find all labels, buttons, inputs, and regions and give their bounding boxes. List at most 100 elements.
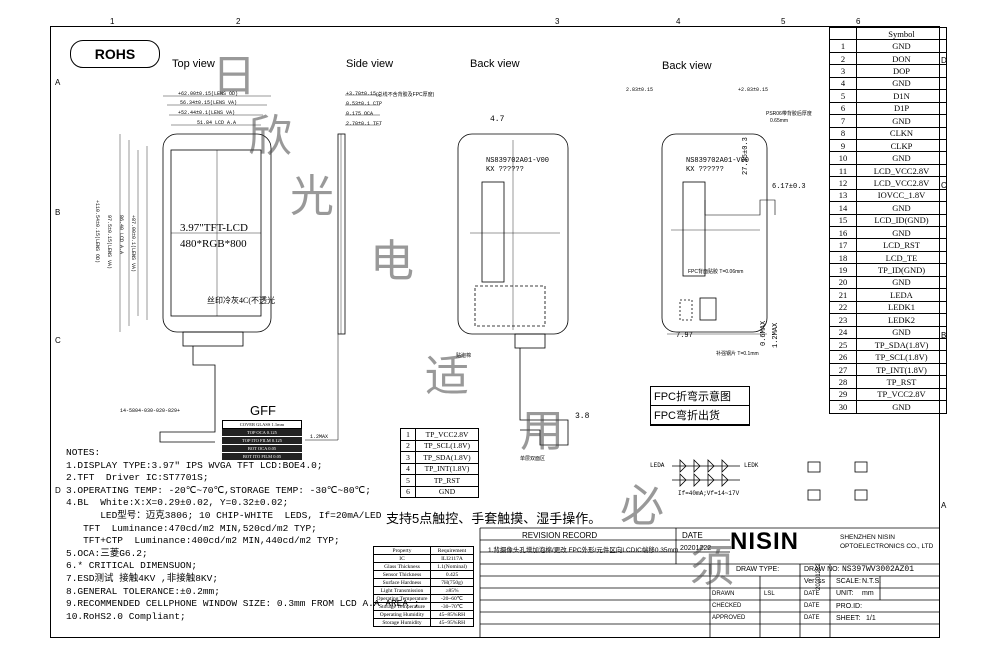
pin-number: 21: [829, 288, 857, 302]
back-view-title: Back view: [470, 58, 520, 70]
tp-pin-number: 1: [400, 428, 416, 441]
dim-left-lens-va-2: +87.00±0.1(LENS VA): [130, 215, 136, 273]
dim-back-2-83: 2.83±0.15: [626, 87, 654, 93]
unit-value: mm: [862, 590, 874, 597]
pin-symbol: GND: [856, 275, 947, 290]
pin-symbol: TP_SDA(1.8V): [856, 337, 947, 352]
ruler-row-c: C: [55, 336, 61, 345]
dim-lens-va-2: +52.44±0.1(LENS VA): [178, 110, 236, 116]
note-line: 6.* CRITICAL DIMENSUON;: [66, 560, 198, 572]
side-view-title: Side view: [346, 58, 394, 70]
unit-label: UNIT:: [836, 590, 854, 597]
pin-number: 6: [829, 101, 857, 116]
pin-symbol: LCD_RST: [856, 238, 947, 252]
back-view-outline: [457, 133, 569, 335]
note-line: TFT Luminance:470cd/m2 MIN,520cd/m2 TYP;: [66, 522, 317, 534]
lcd-resolution-label: 480*RGB*800: [180, 238, 247, 250]
back-note-psr: PSR06带背胶后厚度: [766, 111, 812, 117]
pin-number: 23: [829, 313, 857, 327]
left-ruler: A B C D: [55, 26, 65, 638]
fpc-bend-note: FPC折弯示意图: [651, 387, 749, 406]
led-condition: If=40mA;Vf=14~17V: [678, 490, 740, 497]
back-view-fpc-tail: [519, 348, 569, 446]
tp-pin-symbol: GND: [415, 485, 479, 498]
watermark-char: 欣: [248, 111, 292, 162]
revision-header: REVISION RECORD: [522, 531, 598, 540]
scale-value: N.T.S.: [862, 578, 882, 585]
sheet-value: 1/1: [866, 615, 876, 622]
property-name: Operating Humidity: [373, 610, 431, 619]
property-name: Storage Humidity: [373, 618, 431, 627]
property-name: Sensor Thickness: [373, 570, 431, 579]
watermark-char: 用: [520, 406, 564, 457]
back-view-2-title: Back view: [662, 60, 712, 72]
company-logo: NISIN: [730, 528, 800, 555]
note-line: 7.ESD测试 接触4KV ,非接触8KV;: [66, 572, 219, 584]
pin-symbol: D1N: [856, 89, 947, 103]
property-name: Glass Thickness: [373, 562, 431, 571]
pin-number: 27: [829, 362, 857, 377]
note-line: 3.OPERATING TEMP: -20℃~70℃,STORAGE TEMP:…: [66, 484, 371, 496]
dim-lcd-aa: 51.84 LCD A.A: [197, 120, 237, 126]
single-layer-note: 单层双面区: [520, 456, 546, 462]
pin-symbol: LCD_TE: [856, 250, 947, 265]
watermark-char: 适: [425, 351, 469, 402]
ruler-row-a: A: [55, 78, 61, 87]
note-line: 1.DISPLAY TYPE:3.97" IPS WVGA TFT LCD:BO…: [66, 459, 323, 471]
dim-back-4-7: 4.7: [490, 115, 505, 124]
checked-label: CHECKED: [712, 603, 742, 609]
ruler-col-3: 3: [555, 17, 560, 26]
dim-side-ctp: 0.53±0.1 CTP: [346, 101, 383, 107]
pin-number: 26: [829, 350, 857, 364]
pin-number: 25: [829, 337, 857, 352]
ruler-row-b: B: [55, 208, 61, 217]
dim-back-1-2max: 1.2MAX: [772, 322, 780, 348]
pin-number: 3: [829, 64, 857, 78]
dim-back-6-17: 6.17±0.3: [772, 183, 806, 191]
pin-symbol: TP_SCL(1.8V): [856, 350, 947, 364]
dim-lens-od: +62.00±0.15(LENS OD): [178, 91, 239, 97]
property-value: ≥85%: [430, 586, 474, 595]
connector-pn: 14-5804-030-020-829+: [120, 408, 181, 414]
pin-symbol: DON: [856, 51, 947, 66]
fpc-code-back-2b: KX ??????: [686, 166, 724, 174]
pin-symbol: LEDK1: [856, 300, 947, 315]
dim-back-0-6max: 0.6MAX: [760, 320, 768, 346]
property-name: Surface Hardness: [373, 578, 431, 587]
pin-symbol: D1P: [856, 101, 947, 116]
pin-symbol: TP_ID(GND): [856, 263, 947, 277]
draw-type-label: DRAW TYPE:: [736, 566, 780, 573]
watermark-char: 必: [620, 481, 664, 532]
requirement-header: Requirement: [430, 546, 474, 555]
pin-number: 2: [829, 51, 857, 66]
property-value: 0.425: [430, 570, 474, 579]
approved-label: APPROVED: [712, 615, 746, 621]
note-line: 8.GENERAL TOLERANCE:±0.2mm;: [66, 585, 220, 597]
property-value: 7H(750g): [430, 578, 474, 587]
gff-title: GFF: [250, 403, 276, 418]
gff-layer: BOT ITO FILM 0.05: [222, 453, 302, 461]
pin-number: 14: [829, 201, 857, 215]
ver-value: ss: [818, 578, 825, 585]
pin-number: 24: [829, 325, 857, 339]
pin-number: 9: [829, 138, 857, 153]
dim-side-total-note: (总线不含背胶及FPC厚度): [376, 92, 435, 98]
revision-entry-date: 20201222: [680, 545, 712, 552]
feature-note: 支持5点触控、手套触摸、湿手操作。: [386, 511, 602, 526]
